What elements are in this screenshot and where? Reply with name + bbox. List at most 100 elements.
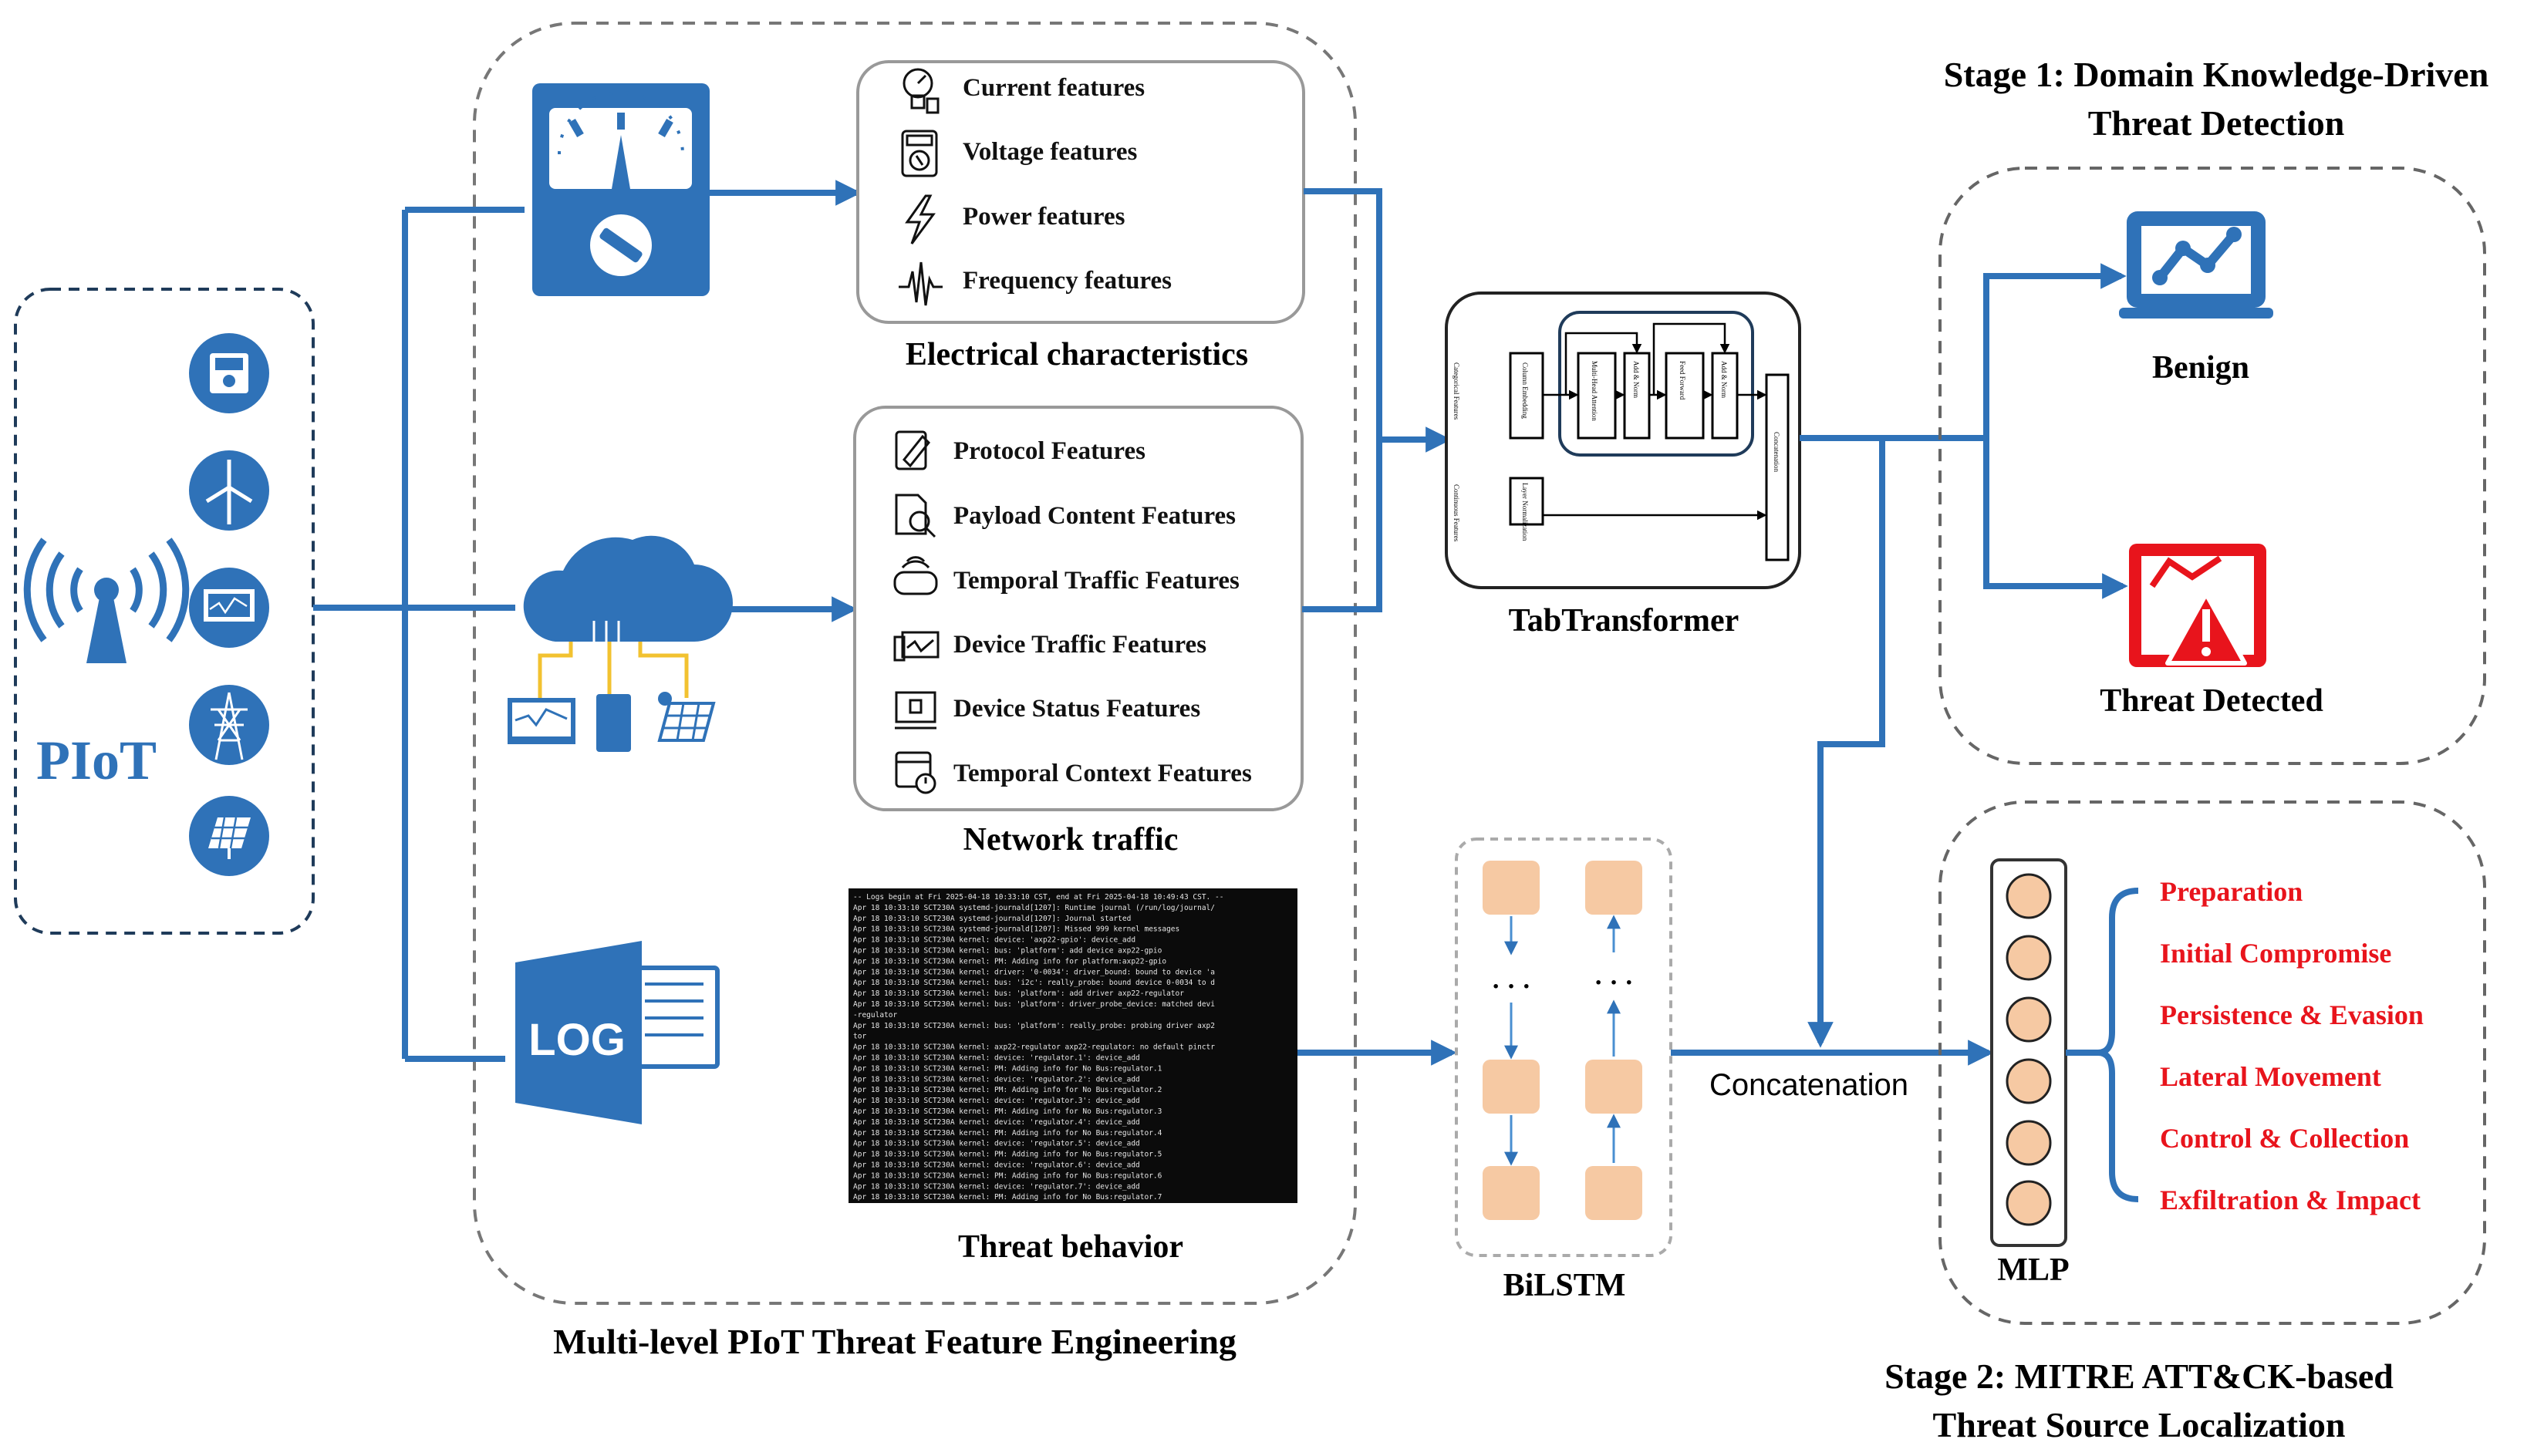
network-feature-2: Temporal Traffic Features xyxy=(953,567,1240,595)
mlp-output-bracket xyxy=(2066,888,2139,1202)
log-line: Apr 18 10:33:10 SCT230A kernel: bus: 'pl… xyxy=(853,1022,1215,1030)
electrical-feature-3: Frequency features xyxy=(963,267,1172,295)
log-line: Apr 18 10:33:10 SCT230A kernel: PM: Addi… xyxy=(853,1193,1162,1202)
benign-monitor-icon xyxy=(2119,211,2273,318)
log-line: Apr 18 10:33:10 SCT230A kernel: PM: Addi… xyxy=(853,1086,1162,1094)
tactic-3: Lateral Movement xyxy=(2160,1061,2381,1092)
log-line: Apr 18 10:33:10 SCT230A kernel: bus: 'pl… xyxy=(853,989,1184,998)
log-line: Apr 18 10:33:10 SCT230A kernel: bus: 'pl… xyxy=(853,1000,1215,1009)
bilstm-block: · · · · · · xyxy=(1455,838,1672,1257)
log-icon-text: LOG xyxy=(528,1015,626,1065)
log-line: Apr 18 10:33:10 SCT230A kernel: device: … xyxy=(853,1075,1140,1084)
piot-panel: PIoT xyxy=(14,288,315,935)
log-line: Apr 18 10:33:10 SCT230A systemd-journald… xyxy=(853,915,1131,923)
log-line: Apr 18 10:33:10 SCT230A kernel: PM: Addi… xyxy=(853,1107,1162,1116)
network-label: Network traffic xyxy=(963,822,1179,858)
electrical-feature-2: Power features xyxy=(963,203,1125,231)
log-line: tor xyxy=(853,1033,866,1041)
calendar-icon xyxy=(895,751,936,794)
electrical-feature-1: Voltage features xyxy=(963,138,1138,166)
log-line: Apr 18 10:33:10 SCT230A kernel: PM: Addi… xyxy=(853,957,1166,966)
cloud-network-icon xyxy=(508,535,733,752)
stage2-title-line1: Stage 2: MITRE ATT&CK-based xyxy=(1884,1357,2394,1396)
tabtransformer-label: TabTransformer xyxy=(1509,603,1739,639)
mlp-label: MLP xyxy=(1997,1252,2069,1288)
feature-engineering-panel: Multi-level PIoT Threat Feature Engineer… xyxy=(473,22,1357,1361)
device-status-icon xyxy=(895,691,936,730)
antenna-icon xyxy=(23,538,190,663)
mlp-nodes xyxy=(2006,873,2052,1226)
piot-connectors xyxy=(313,207,525,1062)
stage2-title-line2: Threat Source Localization xyxy=(1933,1405,2346,1444)
tactic-2: Persistence & Evasion xyxy=(2160,999,2424,1030)
log-line: Apr 18 10:33:10 SCT230A kernel: device: … xyxy=(853,1161,1140,1170)
benign-label: Benign xyxy=(2152,350,2249,386)
tt-column-embedding: Column Embedding xyxy=(1521,362,1529,419)
network-feature-3: Device Traffic Features xyxy=(953,631,1206,659)
log-line: -regulator xyxy=(853,1011,897,1020)
electrical-features-box: Current features Voltage features Power … xyxy=(856,60,1305,324)
frequency-icon xyxy=(899,261,943,306)
concatenation-label: Concatenation xyxy=(1709,1068,1908,1102)
bilstm-ellipsis-left: · · · xyxy=(1491,972,1530,1001)
protocol-icon xyxy=(895,430,931,470)
network-feature-4: Device Status Features xyxy=(953,695,1200,723)
monitor-icon xyxy=(189,568,269,648)
log-line: Apr 18 10:33:10 SCT230A kernel: bus: 'i2… xyxy=(853,979,1215,987)
log-line: -- Logs begin at Fri 2025-04-18 10:33:10… xyxy=(853,893,1223,902)
power-icon xyxy=(905,194,936,244)
log-line: Apr 18 10:33:10 SCT230A kernel: PM: Addi… xyxy=(853,1064,1162,1073)
electrical-label: Electrical characteristics xyxy=(906,337,1248,372)
feature-engineering-title: Multi-level PIoT Threat Feature Engineer… xyxy=(553,1322,1237,1361)
device-traffic-icon xyxy=(893,631,940,662)
meter-icon xyxy=(189,333,269,413)
log-line: Apr 18 10:33:10 SCT230A kernel: device: … xyxy=(853,1140,1140,1148)
network-feature-1: Payload Content Features xyxy=(953,502,1236,530)
threat-behavior-label: Threat behavior xyxy=(958,1229,1183,1265)
transmission-tower-icon xyxy=(189,685,269,765)
network-features-box: Protocol Features Payload Content Featur… xyxy=(853,406,1304,811)
bilstm-label: BiLSTM xyxy=(1503,1268,1626,1303)
tactic-0: Preparation xyxy=(2160,876,2303,907)
log-line: Apr 18 10:33:10 SCT230A kernel: device: … xyxy=(853,936,1135,945)
wind-turbine-icon xyxy=(189,450,269,531)
tt-layer-norm: Layer Normalization xyxy=(1521,483,1529,541)
log-line: Apr 18 10:33:10 SCT230A systemd-journald… xyxy=(853,925,1179,934)
log-line: Apr 18 10:33:10 SCT230A kernel: PM: Addi… xyxy=(853,1129,1162,1138)
tt-continuous: Continuous Features xyxy=(1453,484,1460,542)
model-to-stage-connectors xyxy=(1671,263,2128,1056)
log-line: Apr 18 10:33:10 SCT230A kernel: device: … xyxy=(853,1118,1140,1127)
payload-icon xyxy=(895,494,936,538)
log-line: Apr 18 10:33:10 SCT230A kernel: device: … xyxy=(853,1054,1140,1063)
tabtransformer-block: Categorical Features Column Embedding Mu… xyxy=(1445,292,1801,589)
log-line: Apr 18 10:33:10 SCT230A kernel: axp22-re… xyxy=(853,1043,1215,1052)
log-terminal: -- Logs begin at Fri 2025-04-18 10:33:10… xyxy=(849,888,1297,1203)
stage1-title-line1: Stage 1: Domain Knowledge-Driven xyxy=(1944,55,2489,94)
log-line: Apr 18 10:33:10 SCT230A kernel: PM: Addi… xyxy=(853,1151,1162,1159)
stage1-panel: Benign Threat Detected xyxy=(1938,167,2486,765)
log-line: Apr 18 10:33:10 SCT230A kernel: device: … xyxy=(853,1182,1140,1191)
tactic-1: Initial Compromise xyxy=(2160,938,2391,969)
tt-addnorm-1: Add & Norm xyxy=(1632,361,1640,398)
network-feature-5: Temporal Context Features xyxy=(953,760,1252,787)
tt-addnorm-2: Add & Norm xyxy=(1720,361,1728,398)
log-line: Apr 18 10:33:10 SCT230A kernel: driver: … xyxy=(853,968,1215,976)
tt-mha: Multi-Head Attention xyxy=(1591,361,1598,421)
tt-concatenation: Concatenation xyxy=(1773,432,1780,472)
solar-panel-icon xyxy=(189,796,269,876)
tactic-5: Exfiltration & Impact xyxy=(2160,1185,2421,1215)
log-line: Apr 18 10:33:10 SCT230A kernel: device: … xyxy=(853,1097,1140,1105)
log-line: Apr 18 10:33:10 SCT230A kernel: PM: Addi… xyxy=(853,1171,1162,1180)
log-line: Apr 18 10:33:10 SCT230A systemd-journald… xyxy=(853,904,1215,912)
stage2-panel: MLP Preparation Initial Compromise Persi… xyxy=(1938,800,2486,1325)
voltage-icon xyxy=(901,130,938,177)
electrical-feature-0: Current features xyxy=(963,74,1145,102)
current-icon xyxy=(903,68,940,114)
meter-device-icon xyxy=(532,83,710,296)
log-file-icon: LOG xyxy=(515,941,720,1124)
log-line: Apr 18 10:33:10 SCT230A kernel: bus: 'pl… xyxy=(853,947,1162,956)
bilstm-ellipsis-right: · · · xyxy=(1594,969,1633,997)
router-icon xyxy=(893,556,938,595)
threat-alert-icon xyxy=(2129,544,2266,667)
